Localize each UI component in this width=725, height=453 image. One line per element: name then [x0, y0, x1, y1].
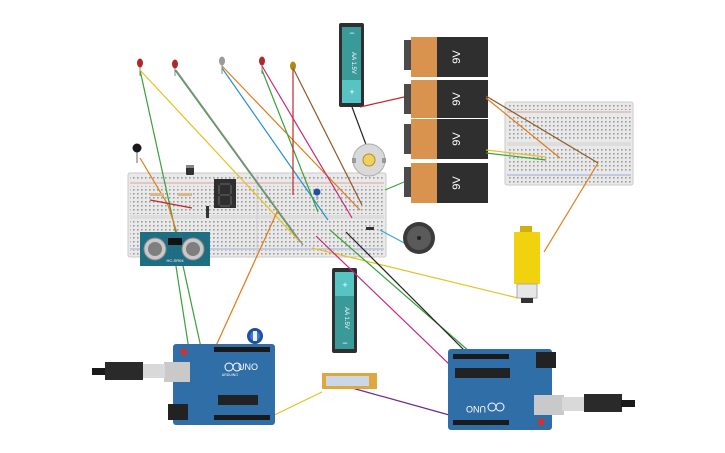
usb-cable-left[interactable] [92, 362, 165, 380]
wire-orange-small-motor[interactable] [543, 162, 599, 253]
led-4[interactable] [259, 56, 265, 75]
tilt-sensor[interactable] [186, 165, 194, 175]
usb-cable-right[interactable] [562, 394, 635, 412]
resistor-4[interactable] [366, 227, 374, 230]
arduino-left-maker: ARDUINO [222, 373, 238, 377]
potentiometer[interactable] [247, 328, 263, 344]
wire-blue-led3[interactable] [221, 67, 329, 221]
wire-orange-led3[interactable] [221, 65, 361, 211]
gear-motor[interactable] [514, 226, 540, 303]
wire-magenta-led4[interactable] [261, 65, 353, 219]
battery-aa-bottom-plus: + [342, 280, 347, 290]
battery-9v-3[interactable]: 9V [404, 119, 488, 159]
wire-green-bb-arduino2[interactable] [329, 229, 471, 353]
battery-9v-1-label: 9V [451, 50, 463, 64]
wire-green-led2[interactable] [174, 69, 301, 243]
arduino-left[interactable]: UNO ARDUINO [164, 344, 275, 425]
resistor-3[interactable] [206, 206, 209, 218]
ultrasonic-label: HC-SR04 [166, 258, 184, 263]
battery-9v-1[interactable]: 9V [404, 37, 488, 77]
battery-aa-top-plus: + [349, 87, 354, 97]
seven-segment-display[interactable] [214, 179, 236, 208]
wire-red-aa-9v[interactable] [359, 96, 405, 108]
resistor-2[interactable] [178, 193, 192, 196]
wire-green-9v-small[interactable] [485, 152, 547, 161]
wire-yellow-bb-motor[interactable] [311, 247, 519, 299]
battery-9v-4[interactable]: 9V [404, 163, 488, 203]
resistors [150, 193, 374, 230]
wire-orange-9v-bb[interactable] [485, 97, 561, 159]
arduino-right[interactable]: UNO [448, 349, 564, 430]
wire-green-led4[interactable] [261, 69, 319, 213]
wire-green-9v-bb[interactable] [384, 181, 405, 191]
wire-yellow-9v-small[interactable] [485, 149, 547, 158]
dc-motor[interactable] [352, 143, 386, 177]
wire-lightblue-buzzer[interactable] [379, 229, 409, 246]
wire-orange-sensor-arduino1[interactable] [214, 209, 279, 349]
wire-gray-led3[interactable] [175, 69, 304, 246]
wire-orange-mic[interactable] [139, 157, 179, 237]
microphone[interactable] [132, 143, 142, 164]
battery-aa-top[interactable]: AA 1.5V + − [339, 23, 364, 107]
piezo-buzzer[interactable] [403, 222, 435, 254]
battery-aa-bottom-label: AA 1.5V [343, 307, 349, 329]
lcd-strip[interactable] [322, 373, 377, 389]
wire-red-short[interactable] [149, 199, 193, 209]
wire-brown-9v-bb[interactable] [485, 95, 599, 164]
battery-aa-bottom-minus: − [342, 338, 347, 348]
blue-led[interactable] [313, 188, 321, 201]
battery-aa-bottom[interactable]: AA 1.5V + − [332, 268, 357, 353]
wire-brown-led5[interactable] [292, 67, 363, 206]
wire-black-aa-motor[interactable] [351, 106, 369, 151]
wire-purple-arduino2[interactable] [351, 387, 461, 419]
battery-9v-4-label: 9V [451, 176, 463, 190]
led-1[interactable] [137, 58, 143, 77]
battery-9v-2-label: 9V [451, 92, 463, 106]
arduino-right-brand: UNO [466, 404, 486, 414]
battery-aa-top-label: AA 1.5V [350, 52, 356, 74]
ultrasonic-sensor[interactable]: HC-SR04 [140, 232, 210, 266]
wire-yellow-led2[interactable] [139, 69, 301, 243]
battery-9v-3-label: 9V [451, 132, 463, 146]
small-breadboard[interactable] [504, 101, 634, 186]
resistor-1[interactable] [150, 193, 164, 196]
battery-9v-2[interactable]: 9V [404, 80, 488, 118]
wire-black-bb-arduino2[interactable] [345, 231, 467, 353]
battery-aa-top-minus: − [349, 28, 354, 38]
arduino-left-brand: UNO [238, 362, 258, 372]
